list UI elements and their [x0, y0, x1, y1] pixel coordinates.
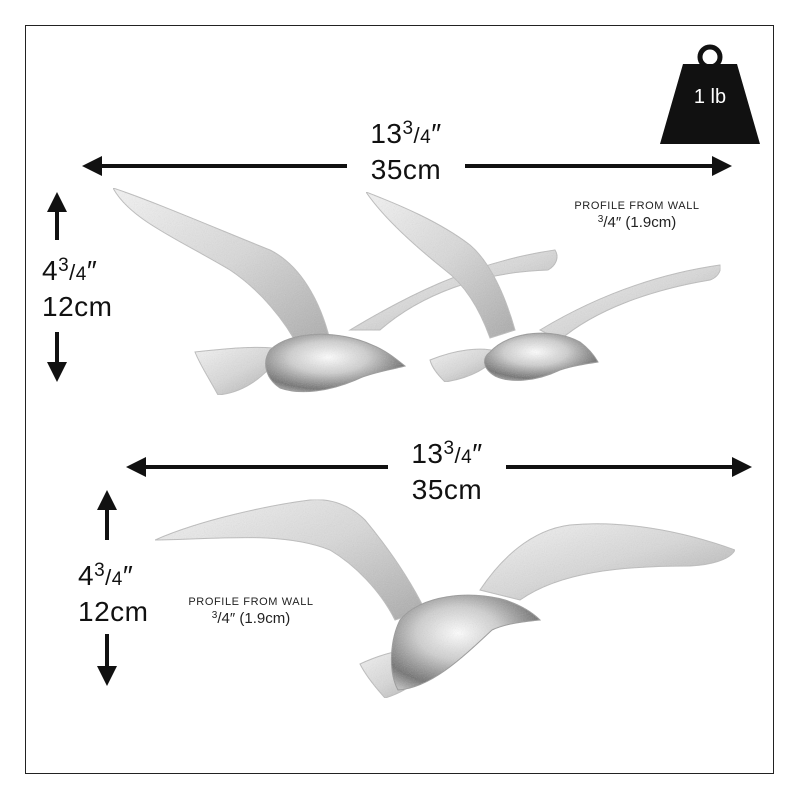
bottom-seagull [154, 499, 736, 699]
bottom-profile-note: PROFILE FROM WALL 3/4″ (1.9cm) [176, 596, 326, 627]
bottom-width-inches: 133/4″ [411, 438, 483, 469]
top-seagull-left [111, 187, 558, 396]
weight-label: 1 lb [693, 86, 727, 108]
top-width-metric: 35cm [370, 154, 442, 185]
top-profile-title: PROFILE FROM WALL [574, 200, 700, 212]
bottom-height-metric: 12cm [78, 596, 149, 627]
top-width-inches: 133/4″ [370, 118, 442, 149]
top-height-inches: 43/4″ [42, 255, 98, 286]
weight-icon [660, 44, 760, 144]
bottom-height-label: 43/4″ 12cm [78, 560, 188, 628]
top-seagull-right [364, 190, 721, 383]
bottom-profile-title: PROFILE FROM WALL [188, 596, 314, 608]
bottom-width-metric: 35cm [411, 474, 483, 505]
top-profile-value: 3/4″ (1.9cm) [597, 214, 677, 231]
top-width-label: 133/4″ 35cm [347, 118, 465, 186]
bottom-width-label: 133/4″ 35cm [388, 438, 506, 506]
top-height-label: 43/4″ 12cm [42, 255, 152, 323]
bottom-height-inches: 43/4″ [78, 560, 134, 591]
top-profile-note: PROFILE FROM WALL 3/4″ (1.9cm) [562, 200, 712, 231]
image-frame [25, 25, 774, 774]
top-height-metric: 12cm [42, 291, 113, 322]
bottom-profile-value: 3/4″ (1.9cm) [211, 610, 291, 627]
